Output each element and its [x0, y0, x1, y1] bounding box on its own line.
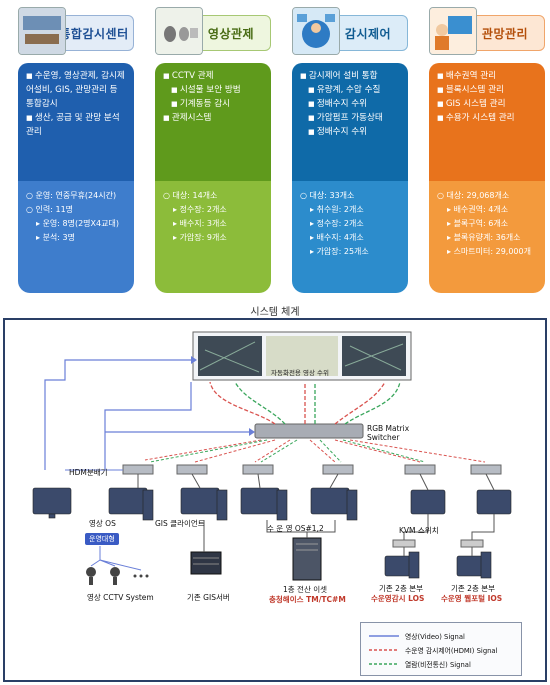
feature-item: 수용가 시스템 관리: [437, 111, 537, 125]
gis-server-label: 기존 GIS서버: [187, 593, 230, 602]
stat-sub-item: 가압장: 9개소: [163, 231, 263, 245]
feature-item: GIS 시스템 관리: [437, 97, 537, 111]
card-header: 감시제어: [292, 5, 408, 65]
stat-sub-item: 배수권역: 4개소: [437, 203, 537, 217]
stat-sub-item: 배수지: 3개소: [163, 217, 263, 231]
legend-video: 영상(Video) Signal: [369, 631, 465, 641]
site1-sublabel: 수운영감시 LOS: [371, 594, 425, 603]
stat-item: 인력: 11명: [26, 203, 126, 217]
stat-sub-item: 정수장: 2개소: [300, 217, 400, 231]
feature-item: 블록시스템 관리: [437, 83, 537, 97]
card-features: CCTV 관제 시설물 보안 방범 기계동등 감시 관제시스템: [155, 63, 271, 181]
card-header: 영상관제: [155, 5, 271, 65]
feature-item: 감시제어 설비 통합: [300, 69, 400, 83]
matrix-switcher-label: RGB Matrix Switcher: [367, 424, 410, 442]
legend-network-label: 열람(비전통신) Signal: [405, 661, 471, 669]
feature-item: CCTV 관제: [163, 69, 263, 83]
system-diagram: 자동화전용 영상 수위 RGB Matrix Switcher HDM분배기 영…: [3, 318, 547, 682]
feature-item: 정배수지 수위: [300, 97, 400, 111]
card-features: 수운영, 영상관제, 감시제어설비, GIS, 관망관리 등 통합감시 생산, …: [18, 63, 134, 181]
legend: 영상(Video) Signal 수운영 감시제어(HDMI) Signal 열…: [360, 622, 522, 676]
stat-sub-item: 블록구역: 6개소: [437, 217, 537, 231]
stat-sub-item: 취수원: 2개소: [300, 203, 400, 217]
feature-item: 관제시스템: [163, 111, 263, 125]
gis-client-label: GIS 클라이언트: [155, 519, 205, 528]
card-header: 통합감시센터: [18, 5, 134, 65]
card-stats: 대상: 29,068개소 배수권역: 4개소 블록구역: 6개소 블록유량계: …: [429, 181, 545, 293]
stat-sub-item: 가압장: 25개소: [300, 245, 400, 259]
stat-item: 대상: 29,068개소: [437, 189, 537, 203]
feature-item: 유량계, 수압 수질: [300, 83, 400, 97]
stat-item: 운영: 연중무휴(24시간): [26, 189, 126, 203]
legend-hdmi: 수운영 감시제어(HDMI) Signal: [369, 645, 498, 655]
stat-sub-item: 운영: 8명(2명X4교대): [26, 217, 126, 231]
card-title: 통합감시센터: [54, 15, 134, 51]
legend-hdmi-label: 수운영 감시제어(HDMI) Signal: [405, 647, 498, 655]
card-network-management: 관망관리 배수권역 관리 블록시스템 관리 GIS 시스템 관리 수용가 시스템…: [429, 5, 545, 295]
card-title: 감시제어: [328, 15, 408, 51]
feature-item: 시설물 보안 방범: [163, 83, 263, 97]
section-caption: 시스템 체계: [250, 307, 300, 318]
stat-sub-item: 스마트미터: 29,000개: [437, 245, 537, 259]
card-video-control: 영상관제 CCTV 관제 시설물 보안 방범 기계동등 감시 관제시스템 대상:…: [155, 5, 271, 295]
cctv-camera-icon: [155, 7, 203, 55]
legend-network: 열람(비전통신) Signal: [369, 659, 471, 669]
card-stats: 대상: 33개소 취수원: 2개소 정수장: 2개소 배수지: 4개소 가압장:…: [292, 181, 408, 293]
site2-label: 기존 2층 본부: [451, 584, 496, 593]
card-stats: 대상: 14개소 정수장: 2개소 배수지: 3개소 가압장: 9개소: [155, 181, 271, 293]
stat-sub-item: 분석: 3명: [26, 231, 126, 245]
stat-sub-item: 배수지: 4개소: [300, 231, 400, 245]
stat-item: 대상: 33개소: [300, 189, 400, 203]
control-room-photo: [18, 7, 66, 55]
operator-screens-icon: [292, 7, 340, 55]
feature-item: 배수권역 관리: [437, 69, 537, 83]
cctv-system-label: 영상 CCTV System: [87, 593, 154, 602]
water-os-label: 수 운 영 OS#1,2: [267, 524, 324, 533]
card-header: 관망관리: [429, 5, 545, 65]
operation-badge: 운영대형: [85, 533, 119, 545]
diagram-lines: [32, 331, 512, 585]
stat-sub-item: 정수장: 2개소: [163, 203, 263, 217]
card-title: 관망관리: [465, 15, 545, 51]
hdm-splitter-label: HDM분배기: [69, 468, 108, 477]
video-os-label: 영상 OS: [89, 519, 116, 528]
feature-item: 가압펌프 가동상태: [300, 111, 400, 125]
legend-video-label: 영상(Video) Signal: [405, 633, 465, 641]
site2-sublabel: 수운영 웹포털 IOS: [441, 594, 503, 603]
feature-item: 기계동등 감시: [163, 97, 263, 111]
feature-item: 정배수지 수위: [300, 125, 400, 139]
operator-monitor-icon: [429, 7, 477, 55]
card-features: 감시제어 설비 통합 유량계, 수압 수질 정배수지 수위 가압펌프 가동상태 …: [292, 63, 408, 181]
card-title: 영상관제: [191, 15, 271, 51]
feature-item: 생산, 공급 및 관망 분석관리: [26, 111, 126, 139]
feature-item: 수운영, 영상관제, 감시제어설비, GIS, 관망관리 등 통합감시: [26, 69, 126, 111]
stat-sub-item: 블록유량계: 36개소: [437, 231, 537, 245]
card-stats: 운영: 연중무휴(24시간) 인력: 11명 운영: 8명(2명X4교대) 분석…: [18, 181, 134, 293]
video-wall-text: 자동화전용 영상 수위: [271, 369, 329, 377]
site1-label: 기존 2층 본부: [379, 584, 424, 593]
kvm-switch-label: KVM 스위치: [399, 526, 439, 535]
card-integrated-center: 통합감시센터 수운영, 영상관제, 감시제어설비, GIS, 관망관리 등 통합…: [18, 5, 134, 295]
server-room-sublabel: 충청해이스 TM/TC#M: [269, 595, 346, 604]
stat-item: 대상: 14개소: [163, 189, 263, 203]
card-monitoring-control: 감시제어 감시제어 설비 통합 유량계, 수압 수질 정배수지 수위 가압펌프 …: [292, 5, 408, 295]
server-room-label: 1층 전산 이셋: [283, 585, 328, 594]
card-features: 배수권역 관리 블록시스템 관리 GIS 시스템 관리 수용가 시스템 관리: [429, 63, 545, 181]
